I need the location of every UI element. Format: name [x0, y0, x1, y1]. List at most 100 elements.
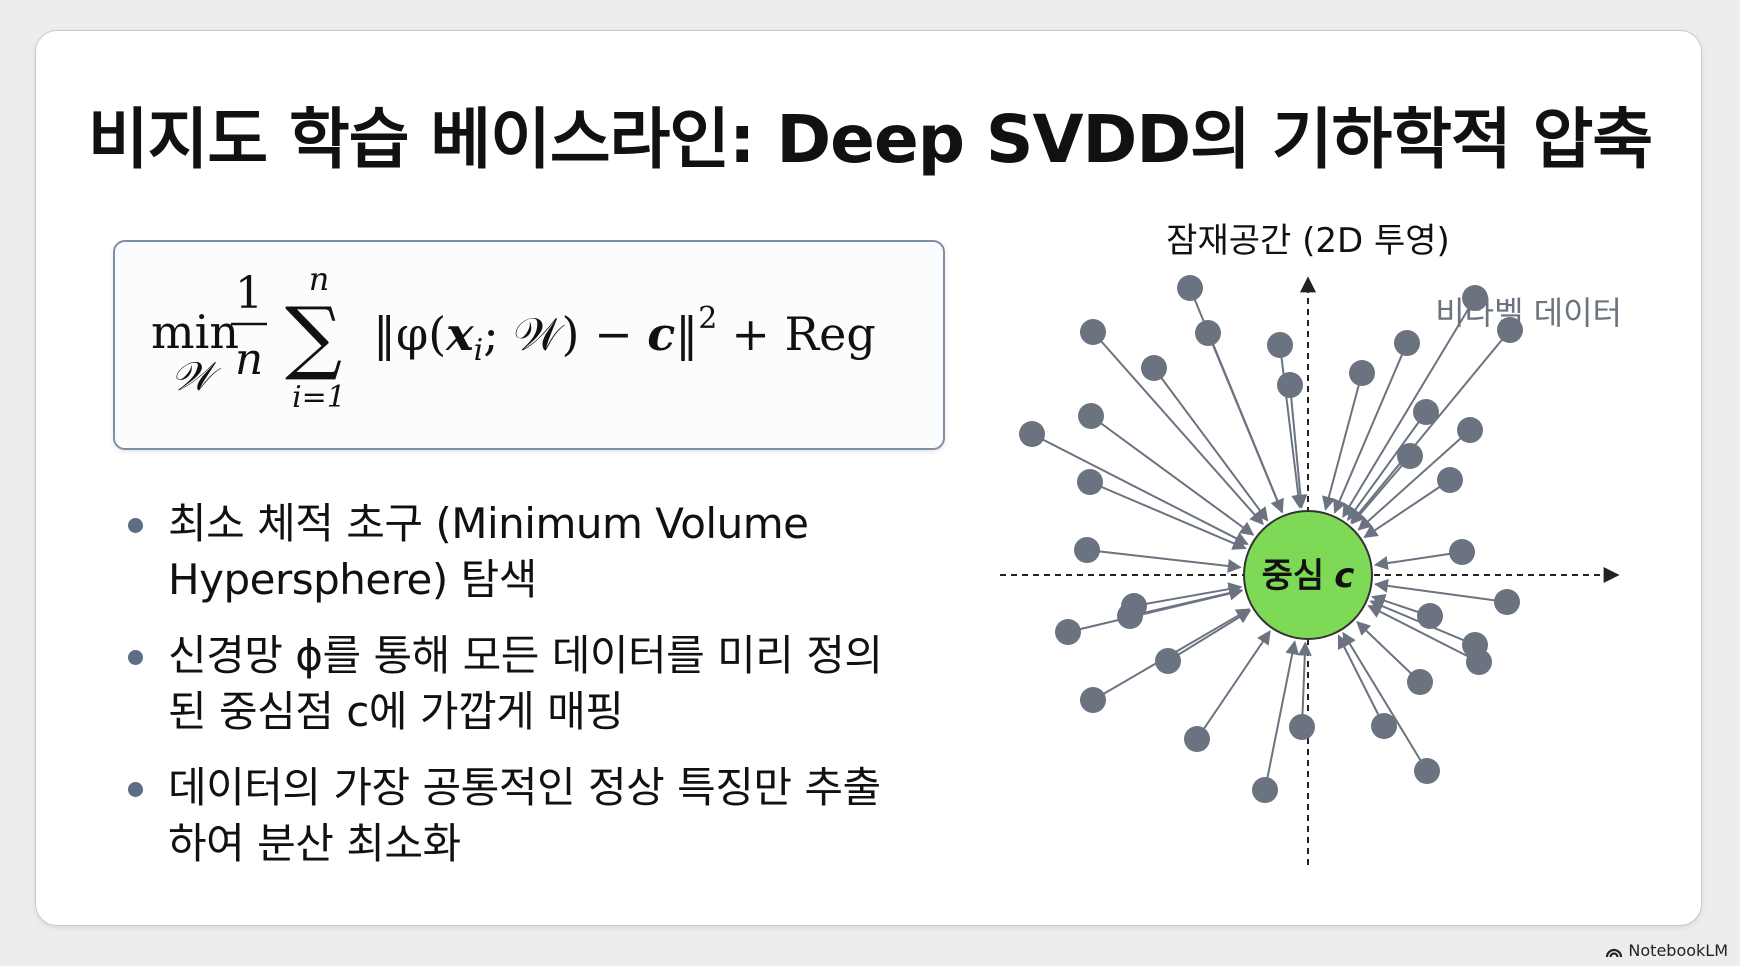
formula-sum-lower: i=1 — [292, 380, 346, 415]
data-point — [1252, 777, 1278, 803]
notebooklm-logo-icon — [1606, 948, 1623, 957]
data-point — [1080, 319, 1106, 345]
formula-min: min — [151, 305, 239, 359]
data-point — [1449, 539, 1475, 565]
data-point — [1394, 330, 1420, 356]
mapping-arrow — [1363, 479, 1451, 539]
bullet-text: 데이터의 가장 공통적인 정상 특징만 추출하여 분산 최소화 — [168, 763, 881, 868]
formula: min 𝒲 1 n n ∑ i=1 ‖φ(xi; 𝒲) − c‖2 + Reg — [151, 260, 876, 415]
notebooklm-watermark: NotebookLM — [1605, 941, 1728, 960]
formula-sum-sign: ∑ — [285, 290, 342, 383]
formula-box: min 𝒲 1 n n ∑ i=1 ‖φ(xi; 𝒲) − c‖2 + Reg — [113, 240, 945, 450]
mapping-arrow — [1264, 640, 1300, 791]
bullet-item: 데이터의 가장 공통적인 정상 특징만 추출하여 분산 최소화 — [128, 760, 888, 872]
mapping-arrow — [1207, 332, 1284, 514]
mapping-arrow — [1031, 433, 1249, 545]
data-point — [1184, 726, 1210, 752]
formula-body-part-3: ‖ — [675, 307, 698, 361]
mapping-arrow — [1090, 415, 1255, 536]
data-point — [1462, 285, 1488, 311]
mapping-arrow — [1297, 641, 1312, 728]
center-symbol: c — [1334, 556, 1354, 596]
mapping-arrow — [1089, 481, 1247, 550]
center-circle — [1243, 510, 1373, 640]
formula-fraction-numerator: 1 — [235, 268, 263, 319]
mapping-arrow — [1347, 411, 1427, 522]
bullet-list: 최소 체적 초구 (Minimum Volume Hypersphere) 탐색… — [128, 496, 888, 892]
data-point — [1414, 758, 1440, 784]
mapping-arrow — [1367, 604, 1480, 663]
center-label-text: 중심 — [1262, 556, 1325, 596]
data-point — [1141, 355, 1167, 381]
formula-body-part-1: ‖φ( — [373, 307, 446, 361]
mapping-arrow — [1351, 455, 1411, 525]
mapping-arrow — [1289, 384, 1308, 509]
data-point — [1371, 713, 1397, 739]
data-point — [1397, 443, 1423, 469]
formula-x-vector: x — [445, 307, 474, 361]
data-point — [1117, 603, 1143, 629]
mapping-arrow — [1279, 344, 1306, 509]
mapping-arrow — [1086, 549, 1242, 573]
mapping-arrow — [1092, 331, 1264, 526]
slide-title: 비지도 학습 베이스라인: Deep SVDD의 기하학적 압축 — [87, 101, 1653, 178]
mapping-arrow — [1133, 582, 1243, 607]
data-point — [1195, 320, 1221, 346]
data-point — [1466, 649, 1492, 675]
mapping-arrow — [1369, 599, 1476, 646]
data-point — [1078, 403, 1104, 429]
mapping-arrow — [1129, 586, 1244, 617]
mapping-arrow — [1196, 630, 1271, 740]
bullet-item: 최소 체적 초구 (Minimum Volume Hypersphere) 탐색 — [128, 496, 888, 608]
data-point — [1277, 372, 1303, 398]
axis-title: 잠재공간 (2D 투영) — [1166, 221, 1450, 261]
data-point — [1289, 714, 1315, 740]
mapping-arrow — [1350, 329, 1511, 524]
data-point — [1155, 648, 1181, 674]
formula-exponent: 2 — [698, 301, 717, 336]
bullet-dot-icon — [128, 518, 143, 533]
mapping-arrow — [1342, 631, 1428, 772]
mapping-arrow — [1322, 372, 1363, 511]
formula-fraction-denominator: n — [235, 334, 263, 385]
data-point — [1497, 317, 1523, 343]
data-point — [1407, 669, 1433, 695]
mapping-arrow — [1357, 429, 1471, 531]
mapping-arrow — [1373, 578, 1508, 603]
mapping-arrow — [1167, 609, 1252, 662]
formula-body: ‖φ(xi; 𝒲) − c‖2 + Reg — [373, 301, 876, 368]
data-point — [1349, 360, 1375, 386]
data-point — [1437, 467, 1463, 493]
bullet-item: 신경망 ϕ를 통해 모든 데이터를 미리 정의된 중심점 c에 가깝게 매핑 — [128, 628, 888, 740]
bullet-dot-icon — [128, 650, 143, 665]
formula-tail: + Reg — [731, 307, 875, 361]
mapping-arrow — [1373, 551, 1463, 571]
data-point — [1413, 399, 1439, 425]
data-point — [1019, 421, 1045, 447]
bullet-dot-icon — [128, 782, 143, 797]
data-point — [1080, 687, 1106, 713]
data-points-group — [1019, 275, 1523, 803]
data-point — [1055, 619, 1081, 645]
mapping-arrow — [1333, 342, 1408, 514]
mapping-arrow — [1153, 367, 1269, 522]
data-point — [1267, 332, 1293, 358]
data-point — [1077, 469, 1103, 495]
data-point — [1494, 589, 1520, 615]
formula-body-part-2: ; 𝒲) − — [483, 307, 647, 361]
formula-x-subscript: i — [474, 333, 484, 368]
bullet-text: 신경망 ϕ를 통해 모든 데이터를 미리 정의된 중심점 c에 가깝게 매핑 — [168, 631, 883, 736]
bullet-text: 최소 체적 초구 (Minimum Volume Hypersphere) 탐색 — [168, 499, 809, 604]
mapping-arrow — [1342, 297, 1476, 518]
watermark-text: NotebookLM — [1628, 941, 1728, 960]
formula-min-subscript: 𝒲 — [171, 354, 222, 400]
mapping-arrow — [1356, 621, 1421, 683]
data-point — [1457, 417, 1483, 443]
formula-sum-upper: n — [309, 260, 330, 298]
formula-center-vector: c — [647, 307, 675, 361]
mapping-arrow — [1337, 634, 1385, 727]
data-point — [1074, 537, 1100, 563]
data-point — [1177, 275, 1203, 301]
